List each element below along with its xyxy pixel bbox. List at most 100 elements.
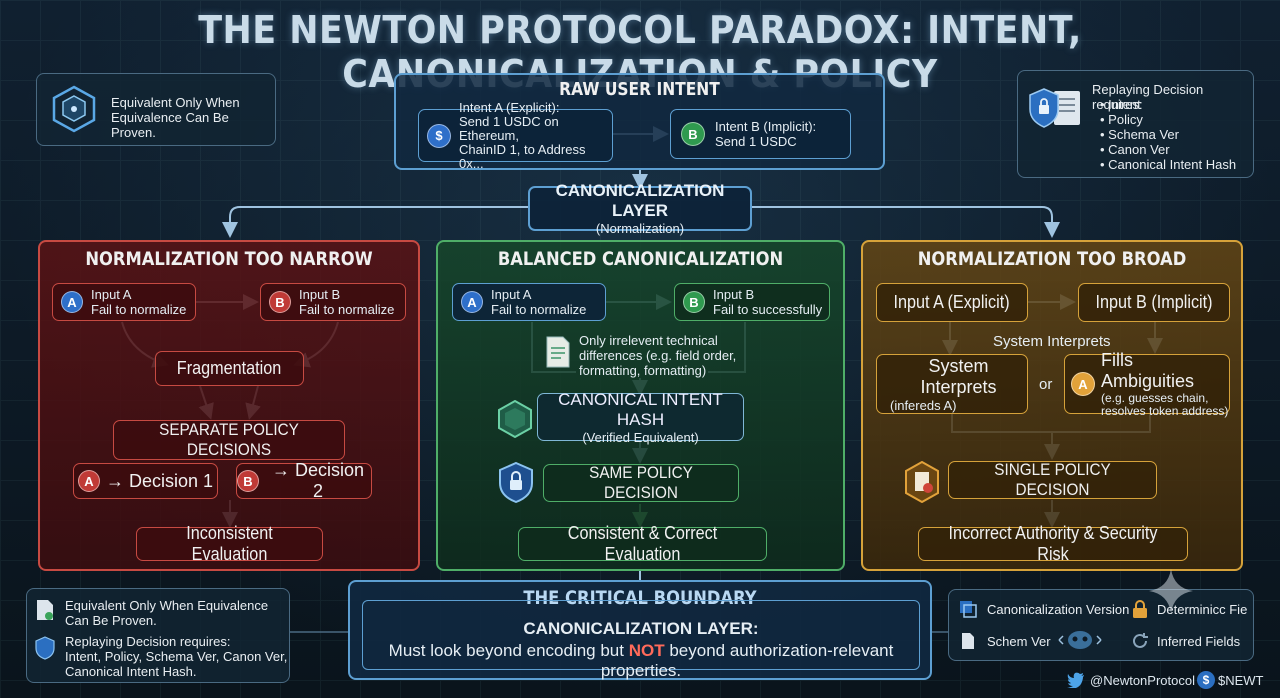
intent-b-badge: B <box>681 122 705 146</box>
canon-layer-sub: (Normalization) <box>595 221 685 236</box>
balanced-note-line1: Only irrelevent technical <box>579 333 718 348</box>
intent-a-line1: Intent A (Explicit): <box>459 99 560 115</box>
padlock-icon <box>1131 599 1149 619</box>
legend-canon-ver: Canonicalization Version <box>987 602 1130 617</box>
critical-boundary-inner: CANONICALIZATION LAYER: Must look beyond… <box>362 600 920 680</box>
system-interprets-top: System Interprets <box>993 333 1111 350</box>
or-label: or <box>1039 376 1053 393</box>
consistent-label: Consistent & Correct Evaluation <box>567 523 718 564</box>
top-right-item-policy: • Policy <box>1100 112 1143 127</box>
decision-2-badge: B <box>237 470 259 492</box>
dollar-coin-icon: $ <box>427 123 451 148</box>
critical-boundary-desc-not: NOT <box>628 641 665 660</box>
decision-2-label: → Decision 2 <box>271 460 365 501</box>
incorrect-authority-box: Incorrect Authority & Security Risk <box>918 523 1188 564</box>
intent-a-line3: ChainID 1, to Address 0x... <box>459 141 586 171</box>
balanced-input-a-badge: A <box>461 291 483 313</box>
token-coin-icon: $ <box>1197 671 1215 689</box>
hash-seal-icon <box>496 399 534 439</box>
top-right-item-intent-text: Intent <box>1108 97 1141 112</box>
narrow-input-a-line2: Fail to normalize <box>91 302 187 317</box>
system-interprets-line2: (infereds A) <box>890 397 957 413</box>
doc-check-icon <box>36 599 54 621</box>
top-left-note: Equivalent Only When Equivalence Can Be … <box>36 73 276 146</box>
network-cube-icon <box>49 84 99 134</box>
narrow-heading: NORMALIZATION TOO NARROW <box>85 248 373 270</box>
single-decision-box: SINGLE POLICY DECISION <box>948 460 1157 499</box>
legend-determinic: Determinicc Fie <box>1157 602 1248 617</box>
top-right-item-canon-text: Canon Ver <box>1108 142 1170 157</box>
canon-layer-box: CANONICALIZATION LAYER (Normalization) <box>528 181 752 236</box>
incorrect-authority-label: Incorrect Authority & Security Risk <box>948 523 1158 564</box>
top-right-item-hash-text: Canonical Intent Hash <box>1108 157 1237 172</box>
critical-boundary-heading: THE CRITICAL BOUNDARY <box>523 587 757 609</box>
bottom-left-line4: Intent, Policy, Schema Ver, Canon Ver, <box>65 649 288 664</box>
same-decision-box: SAME POLICY DECISION <box>543 463 739 502</box>
fills-ambiguities-line3: resolves token address) <box>1101 404 1229 418</box>
intent-b-text: Intent B (Implicit): Send 1 USDC <box>715 119 816 149</box>
bottom-right-legend: Canonicalization Version Determinicc Fie… <box>948 589 1254 661</box>
mask-icon <box>1057 628 1103 652</box>
top-right-item-policy-text: Policy <box>1108 112 1143 127</box>
critical-boundary-desc-pre: Must look beyond encoding but <box>388 641 624 660</box>
intent-a-line2: Send 1 USDC on Ethereum, <box>459 113 559 143</box>
consistent-box: Consistent & Correct Evaluation <box>518 523 767 564</box>
broad-input-a-label: Input A (Explicit) <box>893 292 1011 312</box>
fills-ambiguities-box: A Fills Ambiguities (e.g. guesses chain,… <box>1064 350 1230 418</box>
intent-a-box: $ Intent A (Explicit): Send 1 USDC on Et… <box>418 100 613 170</box>
decision-1-label: → Decision 1 <box>105 470 214 491</box>
canonical-hash-box: CANONICAL INTENT HASH (Verified Equivale… <box>537 389 744 445</box>
inconsistent-label: Inconsistent Evaluation <box>186 523 273 564</box>
canonical-hash-label: CANONICAL INTENT HASH <box>558 389 723 429</box>
single-decision-label: SINGLE POLICY DECISION <box>994 460 1111 499</box>
balanced-input-b-line2: Fail to successfully <box>713 302 823 317</box>
canonical-hash-sub: (Verified Equivalent) <box>582 429 699 445</box>
intent-b-line2: Send 1 USDC <box>715 134 797 149</box>
lock-shield-icon <box>497 461 535 504</box>
broad-input-b: Input B (Implicit) <box>1078 283 1230 322</box>
balanced-note-line3: formatting, formatting) <box>579 363 707 378</box>
broad-input-a: Input A (Explicit) <box>876 283 1028 322</box>
critical-boundary-panel: THE CRITICAL BOUNDARY <box>348 580 932 680</box>
twitter-bird-icon <box>1067 672 1085 689</box>
sparkle-icon <box>1148 568 1194 614</box>
narrow-input-b-line2: Fail to normalize <box>299 302 395 317</box>
top-right-item-schema: • Schema Ver <box>1100 127 1179 142</box>
balanced-note: Only irrelevent technical differences (e… <box>579 333 736 378</box>
same-decision-label: SAME POLICY DECISION <box>589 463 693 502</box>
critical-boundary-desc-post: beyond authorization-relevant properties… <box>600 641 894 680</box>
bottom-left-line3: Replaying Decision requires: <box>65 634 231 649</box>
decision-1-box: A → Decision 1 <box>73 463 218 499</box>
footer-ticker: $NEWT <box>1218 673 1264 688</box>
decision-2-box: B → Decision 2 <box>236 460 372 501</box>
top-right-item-schema-text: Schema Ver <box>1108 127 1179 142</box>
critical-boundary-desc: Must look beyond encoding but NOT beyond… <box>363 641 919 681</box>
footer-twitter-handle[interactable]: @NewtonProtocol <box>1090 673 1195 688</box>
balanced-input-b-badge: B <box>683 291 705 313</box>
fills-ambiguities-line1: Fills Ambiguities <box>1101 350 1195 391</box>
layers-icon <box>959 600 977 618</box>
top-right-item-canon: • Canon Ver <box>1100 142 1170 157</box>
fragmentation-label: Fragmentation <box>177 358 282 378</box>
raw-intent-panel: RAW USER INTENT $ Intent A (Explicit): S… <box>394 73 885 170</box>
bottom-left-line1: Equivalent Only When Equivalence <box>65 598 269 613</box>
bottom-left-line2: Can Be Proven. <box>65 613 157 628</box>
intent-a-text: Intent A (Explicit): Send 1 USDC on Ethe… <box>459 99 612 171</box>
broad-input-b-label: Input B (Implicit) <box>1095 292 1213 312</box>
fills-ambiguities-line2: (e.g. guesses chain, <box>1101 391 1209 405</box>
system-interprets-line1: System Interprets <box>920 355 997 397</box>
top-right-item-intent: • Intent <box>1100 97 1141 112</box>
balanced-input-a-line1: Input A <box>491 287 532 302</box>
document-icon <box>545 336 571 368</box>
narrow-input-b-line1: Input B <box>299 287 341 302</box>
file-icon <box>961 632 975 650</box>
critical-boundary-sub: CANONICALIZATION LAYER: <box>523 619 759 638</box>
raw-intent-heading: RAW USER INTENT <box>559 79 720 100</box>
bottom-left-line5: Canonical Intent Hash. <box>65 664 197 679</box>
